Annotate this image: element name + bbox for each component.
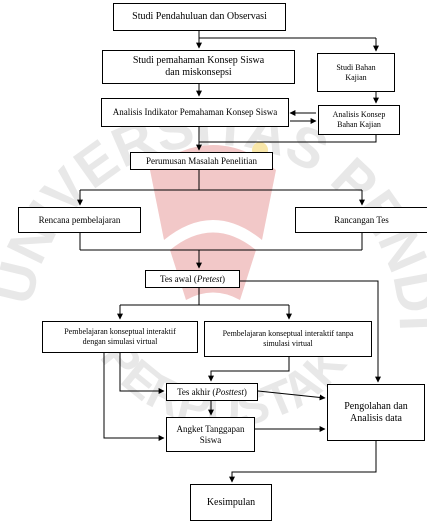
node-pembelajaran-tanpa-line2: simulasi virtual bbox=[263, 339, 313, 348]
node-pembelajaran-interaktif-line2: dengan simulasi virtual bbox=[82, 337, 158, 346]
node-tes-akhir-em: Posttest bbox=[215, 386, 244, 397]
node-rencana: Rencana pembelajaran bbox=[18, 207, 141, 233]
node-pengolahan: Pengolahan dan Analisis data bbox=[327, 384, 425, 441]
node-perumusan-label: Perumusan Masalah Penelitian bbox=[146, 155, 257, 166]
node-rancangan-label: Rancangan Tes bbox=[334, 214, 389, 225]
node-studi-pendahuluan-label: Studi Pendahuluan dan Observasi bbox=[132, 11, 267, 22]
node-studi-bahan: Studi Bahan Kajian bbox=[317, 53, 395, 92]
node-rancangan: Rancangan Tes bbox=[295, 207, 427, 233]
node-studi-pemahaman: Studi pemahaman Konsep Siswa dan miskons… bbox=[102, 50, 295, 84]
node-pengolahan-line2: Analisis data bbox=[350, 412, 402, 424]
node-angket: Angket Tanggapan Siswa bbox=[166, 417, 255, 452]
node-analisis-konsep: Analisis Konsep Bahan Kajian bbox=[318, 105, 400, 135]
node-studi-pemahaman-line2: dan miskonsepsi bbox=[165, 67, 232, 78]
node-angket-line2: Siswa bbox=[199, 434, 222, 445]
node-tes-awal-post: ) bbox=[222, 273, 226, 284]
node-tes-awal-pre: Tes awal ( bbox=[159, 273, 197, 284]
node-tes-awal-em: Pretest bbox=[196, 273, 223, 284]
node-kesimpulan-label: Kesimpulan bbox=[206, 496, 256, 508]
node-analisis-indikator: Analisis Indikator Pemahaman Konsep Sisw… bbox=[101, 98, 289, 127]
node-studi-bahan-line1: Studi Bahan bbox=[336, 62, 376, 72]
node-pengolahan-line1: Pengolahan dan bbox=[344, 400, 408, 412]
node-pembelajaran-tanpa-line1: Pembelajaran konseptual interaktif tanpa bbox=[222, 329, 354, 339]
node-tes-awal: Tes awal (Pretest) bbox=[145, 270, 240, 288]
node-analisis-indikator-label: Analisis Indikator Pemahaman Konsep Sisw… bbox=[112, 107, 278, 118]
node-rencana-label: Rencana pembelajaran bbox=[38, 214, 121, 225]
node-angket-line1: Angket Tanggapan bbox=[176, 423, 245, 434]
node-pembelajaran-interaktif: Pembelajaran konseptual interaktif denga… bbox=[42, 321, 198, 353]
node-tes-akhir: Tes akhir (Posttest) bbox=[166, 383, 258, 401]
node-tes-akhir-post: ) bbox=[243, 386, 247, 397]
node-analisis-konsep-line2: Bahan Kajian bbox=[337, 120, 381, 129]
node-perumusan: Perumusan Masalah Penelitian bbox=[130, 152, 273, 170]
node-studi-bahan-line2: Kajian bbox=[345, 72, 367, 82]
node-studi-pemahaman-line1: Studi pemahaman Konsep Siswa bbox=[132, 55, 265, 66]
node-studi-pendahuluan: Studi Pendahuluan dan Observasi bbox=[113, 3, 286, 31]
node-analisis-konsep-line1: Analisis Konsep bbox=[332, 110, 386, 120]
node-kesimpulan: Kesimpulan bbox=[190, 484, 272, 521]
node-pembelajaran-interaktif-line1: Pembelajaran konseptual interaktif bbox=[64, 327, 176, 337]
node-pembelajaran-tanpa: Pembelajaran konseptual interaktif tanpa… bbox=[204, 321, 372, 357]
node-tes-akhir-pre: Tes akhir ( bbox=[177, 386, 216, 397]
